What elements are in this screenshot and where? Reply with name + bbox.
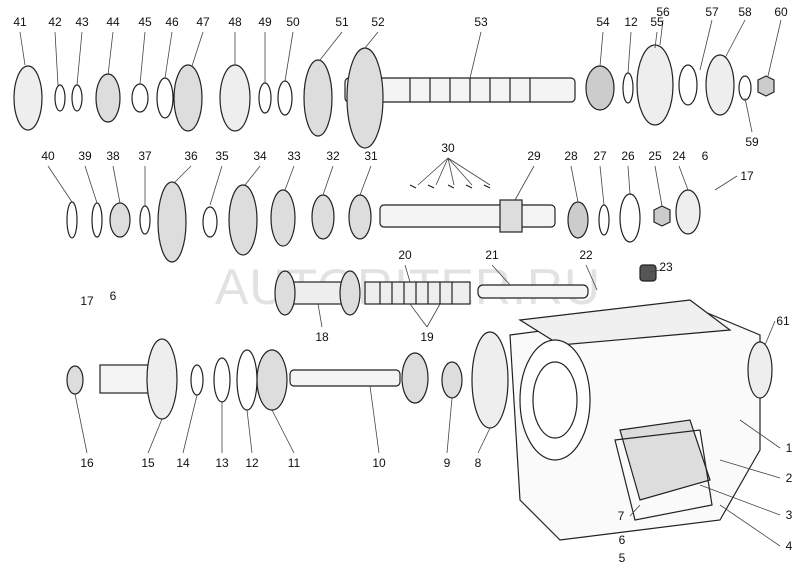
callout-36: 36 (184, 149, 198, 163)
callout-45: 45 (138, 15, 152, 29)
main-shaft-53 (344, 77, 576, 103)
callout-29: 29 (527, 149, 541, 163)
callout-19: 19 (420, 330, 434, 344)
callout-53: 53 (474, 15, 488, 29)
callout-25: 25 (648, 149, 662, 163)
callout-49: 49 (258, 15, 272, 29)
callout-15: 15 (141, 456, 155, 470)
callout-35: 35 (215, 149, 229, 163)
gearbox-housing-2 (509, 299, 773, 541)
callout-52: 52 (371, 15, 385, 29)
callout-10: 10 (372, 456, 386, 470)
callout-13: 13 (215, 456, 229, 470)
callout-20: 20 (398, 248, 412, 262)
callout-9: 9 (443, 456, 451, 470)
callout-42: 42 (48, 15, 62, 29)
callout-16: 16 (80, 456, 94, 470)
callout-44: 44 (106, 15, 120, 29)
callout-18: 18 (315, 330, 329, 344)
callout-12: 12 (245, 456, 259, 470)
callout-54: 54 (596, 15, 610, 29)
callout-23: 23 (659, 260, 673, 274)
callout-55: 55 (650, 15, 664, 29)
callout-46: 46 (165, 15, 179, 29)
callout-39: 39 (78, 149, 92, 163)
callout-7: 7 (617, 509, 625, 523)
second-row-parts (66, 181, 701, 263)
callout-11: 11 (287, 456, 301, 470)
callout-28: 28 (564, 149, 578, 163)
callout-41: 41 (13, 15, 27, 29)
leader-lines (19, 19, 782, 547)
callout-33: 33 (287, 149, 301, 163)
callout-48: 48 (228, 15, 242, 29)
callout-27: 27 (593, 149, 607, 163)
callout-30: 30 (441, 141, 455, 155)
callout-6: 6 (109, 289, 117, 303)
callout-40: 40 (41, 149, 55, 163)
top-row-parts (13, 44, 775, 149)
callout-24: 24 (672, 149, 686, 163)
countershaft-29 (379, 199, 556, 233)
callout-12: 12 (624, 15, 638, 29)
callout-50: 50 (286, 15, 300, 29)
callout-14: 14 (176, 456, 190, 470)
callout-6: 6 (701, 149, 709, 163)
callout-56: 56 (656, 5, 670, 19)
callout-47: 47 (196, 15, 210, 29)
callout-22: 22 (579, 248, 593, 262)
callout-60: 60 (774, 5, 788, 19)
callout-59: 59 (745, 135, 759, 149)
callout-32: 32 (326, 149, 340, 163)
callout-4: 4 (785, 539, 793, 553)
callout-5: 5 (618, 551, 626, 565)
callout-6: 6 (618, 533, 626, 547)
reverse-parts (274, 264, 657, 316)
callout-34: 34 (253, 149, 267, 163)
callout-1: 1 (785, 441, 793, 455)
callout-2: 2 (785, 471, 793, 485)
callout-31: 31 (364, 149, 378, 163)
callout-17: 17 (80, 294, 94, 308)
bottom-row-parts (66, 331, 509, 429)
callout-8: 8 (474, 456, 482, 470)
callout-61: 61 (776, 314, 790, 328)
callout-17: 17 (740, 169, 754, 183)
callout-21: 21 (485, 248, 499, 262)
callout-51: 51 (335, 15, 349, 29)
callout-3: 3 (785, 508, 793, 522)
callout-43: 43 (75, 15, 89, 29)
callout-58: 58 (738, 5, 752, 19)
callout-57: 57 (705, 5, 719, 19)
callout-37: 37 (138, 149, 152, 163)
callout-38: 38 (106, 149, 120, 163)
callout-26: 26 (621, 149, 635, 163)
